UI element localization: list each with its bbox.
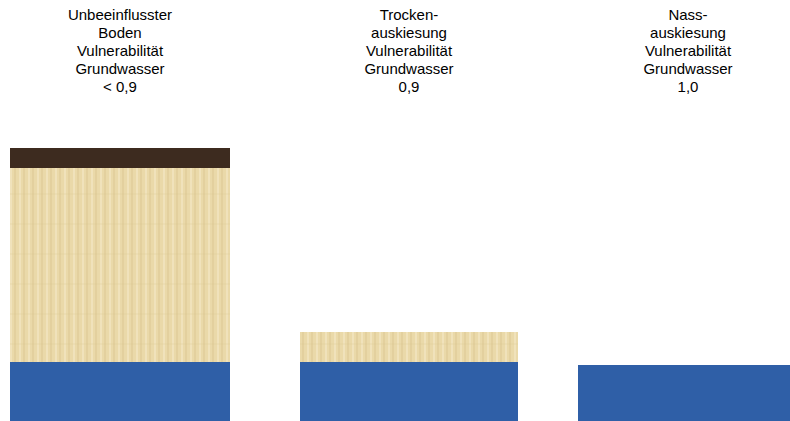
column-heading: Nass- auskiesung Vulnerabilität Grundwas… (643, 6, 732, 96)
wet-extraction-column (578, 365, 790, 421)
gravel-layer (300, 332, 518, 362)
groundwater-layer (300, 362, 518, 421)
groundwater-layer (10, 362, 230, 421)
groundwater-layer (578, 365, 790, 421)
dry-extraction-column (300, 332, 518, 421)
gravel-layer (10, 168, 230, 362)
undisturbed-soil-column (10, 148, 230, 421)
column-heading: Unbeeinflusster Boden Vulnerabilität Gru… (68, 6, 172, 96)
column-heading: Trocken- auskiesung Vulnerabilität Grund… (364, 6, 453, 96)
topsoil-layer (10, 148, 230, 168)
